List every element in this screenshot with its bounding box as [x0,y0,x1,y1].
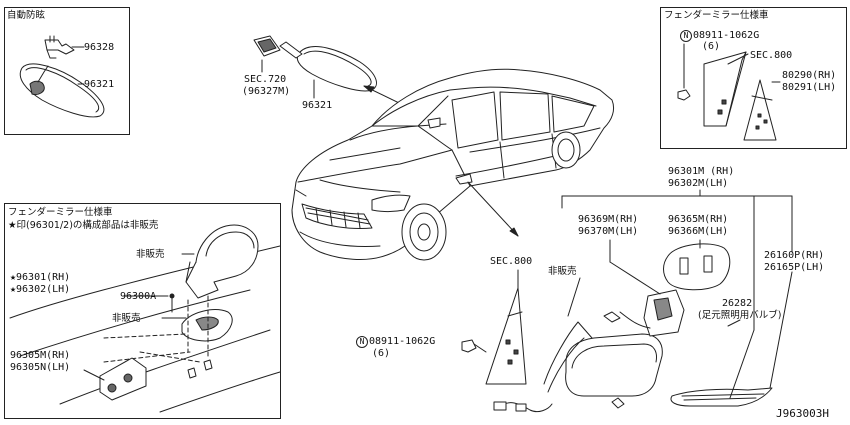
n-symbol-icon: N [680,30,692,42]
mirror-glass-lh-label: 96366M(LH) [668,226,729,237]
tr-part-lh-label: 80291(LH) [782,82,837,93]
part-96305n-label: 96305N(LH) [10,362,71,373]
not-sold-label-1: 非販売 [136,249,165,260]
fender-mirror-bottom-panel [4,203,281,419]
door-mirror-assy-lh-label: 96302M(LH) [668,178,729,189]
fender-mirror-top-title: フェンダーミラー仕様車 [664,10,769,21]
dm-bolt-qty-label: (6) [372,348,391,359]
mirror-cover-lh-label: 26165P(LH) [764,262,825,273]
dm-bolt-symbol: N [356,336,368,348]
fender-mirror-base-drawing [678,44,780,140]
auto-dimming-mirror-drawing [20,36,104,117]
not-sold-note: ★印(96301/2)の構成部品は非販売 [8,220,159,231]
bulb-desc-label: (足元照明用バルブ) [698,310,782,321]
not-sold-label-2: 非販売 [112,313,141,324]
fender-mirror-bottom-title: フェンダーミラー仕様車 [8,207,113,218]
actuator-lh-label: 96370M(LH) [578,226,639,237]
tr-bolt-qty-label: (6) [702,41,721,52]
part-96300a-label: 96300A [120,291,157,302]
part-96302-label: ★96302(LH) [10,284,71,295]
mirror-cover-rh-label: 26160P(RH) [764,250,825,261]
tr-sec-label: SEC.800 [750,50,793,61]
inner-mirror-sec-label: SEC.720 [244,74,287,85]
n-symbol-icon: N [356,336,368,348]
door-mirror-not-sold-label: 非販売 [548,266,577,277]
dm-bolt-label: 08911-1062G [369,336,436,347]
door-mirror-assy-rh-label: 96301M (RH) [668,166,735,177]
tr-bolt-label: 08911-1062G [693,30,760,41]
inner-mirror-part-label: 96321 [302,100,333,111]
inner-mirror-drawing [254,36,376,98]
bulb-part-label: 26282 [722,298,753,309]
part-96328-label: 96328 [84,42,115,53]
fender-mirror-top-panel [660,7,847,149]
mirror-glass-rh-label: 96365M(RH) [668,214,729,225]
tr-part-rh-label: 80290(RH) [782,70,837,81]
actuator-rh-label: 96369M(RH) [578,214,639,225]
door-mirror-sec-label: SEC.800 [490,256,533,267]
auto-dimming-panel [4,7,130,135]
car-drawing [292,69,614,260]
part-96321-label: 96321 [84,79,115,90]
fender-mirror-assembly-drawing [10,225,280,412]
tr-bolt-symbol: N [680,30,692,42]
door-mirror-drawing [462,190,792,412]
part-96305m-label: 96305M(RH) [10,350,71,361]
diagram-id: J963003H [776,407,829,420]
part-96301-label: ★96301(RH) [10,272,71,283]
auto-dimming-title: 自動防眩 [7,10,46,21]
inner-mirror-sec-sub-label: (96327M) [242,86,291,97]
